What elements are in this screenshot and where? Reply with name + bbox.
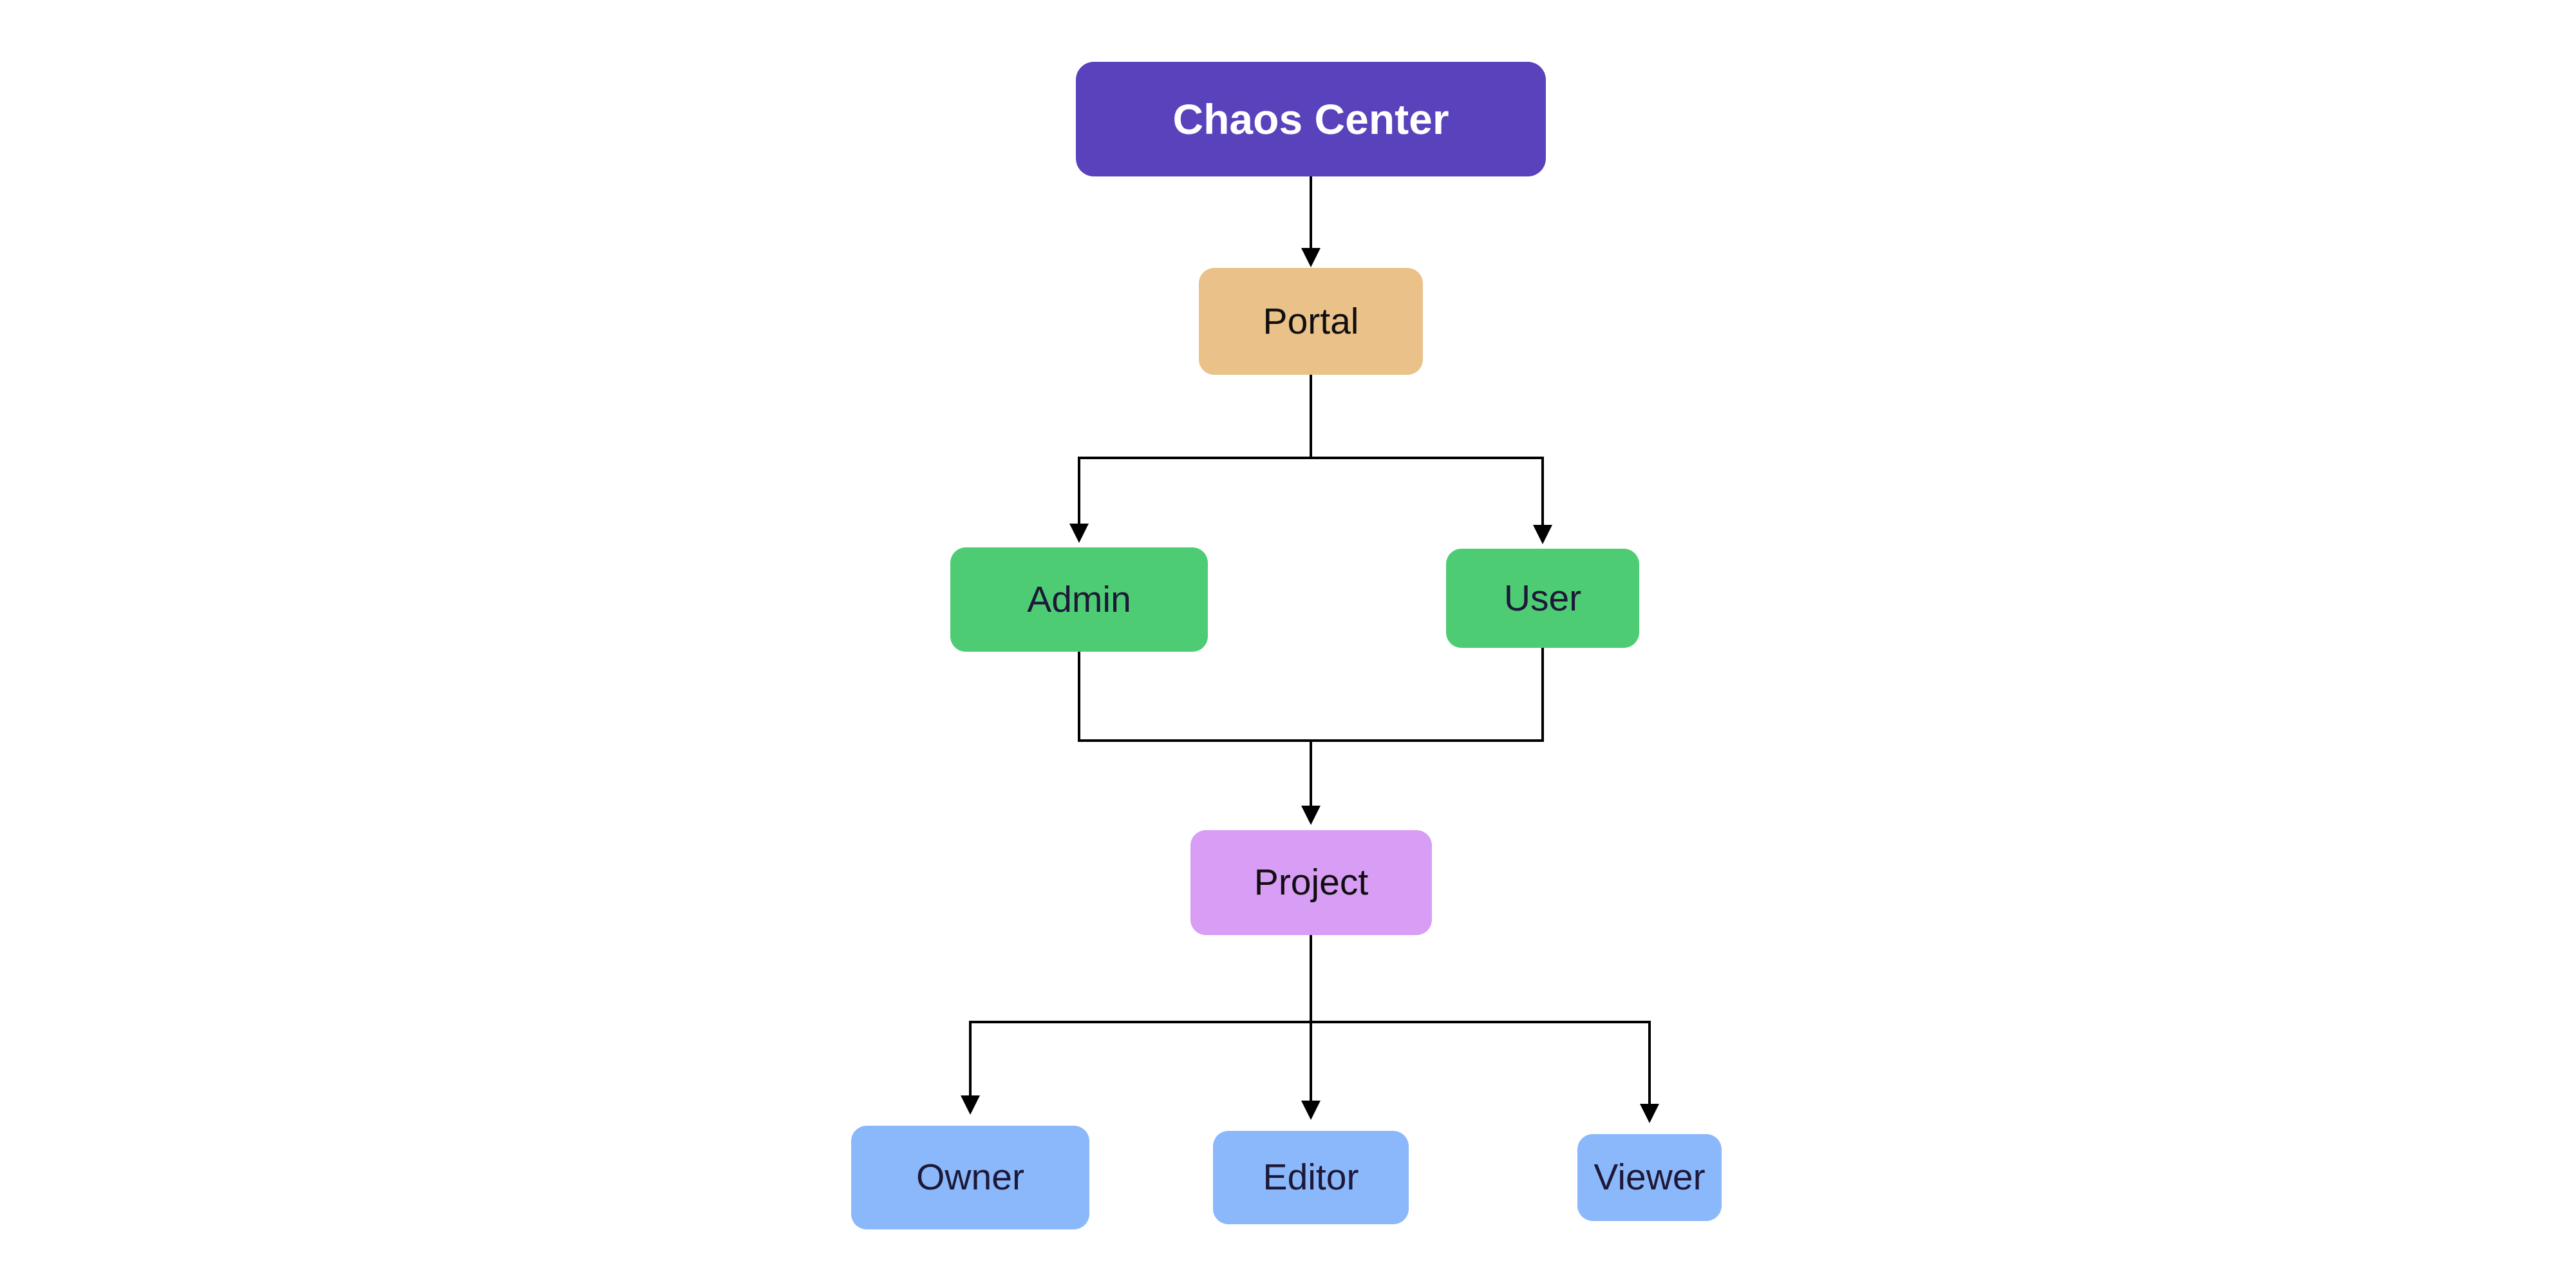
node-owner-label: Owner (916, 1157, 1024, 1198)
edge-portal-user-arrowhead (1533, 525, 1552, 544)
node-user: User (1446, 549, 1639, 648)
node-chaos-center: Chaos Center (1076, 62, 1546, 176)
node-admin-label: Admin (1027, 578, 1131, 620)
node-user-label: User (1503, 577, 1582, 619)
edge-project-editor-arrowhead (1301, 1101, 1321, 1120)
node-viewer: Viewer (1577, 1134, 1722, 1221)
edge-portal-admin-arrowhead (1069, 524, 1089, 543)
node-project: Project (1190, 830, 1432, 935)
node-owner: Owner (851, 1126, 1089, 1229)
node-viewer-label: Viewer (1594, 1157, 1706, 1198)
node-editor-label: Editor (1263, 1157, 1359, 1198)
edge-merge-project-arrowhead (1301, 806, 1321, 825)
node-chaos-center-label: Chaos Center (1172, 95, 1449, 143)
edge-project-owner-arrowhead (961, 1095, 980, 1115)
node-project-label: Project (1254, 862, 1369, 903)
edge-chaos-portal-arrowhead (1301, 248, 1321, 267)
edge-project-viewer-arrowhead (1640, 1104, 1659, 1123)
node-editor: Editor (1213, 1131, 1409, 1224)
node-admin: Admin (950, 547, 1208, 652)
node-portal: Portal (1199, 268, 1423, 375)
node-portal-label: Portal (1263, 300, 1359, 342)
